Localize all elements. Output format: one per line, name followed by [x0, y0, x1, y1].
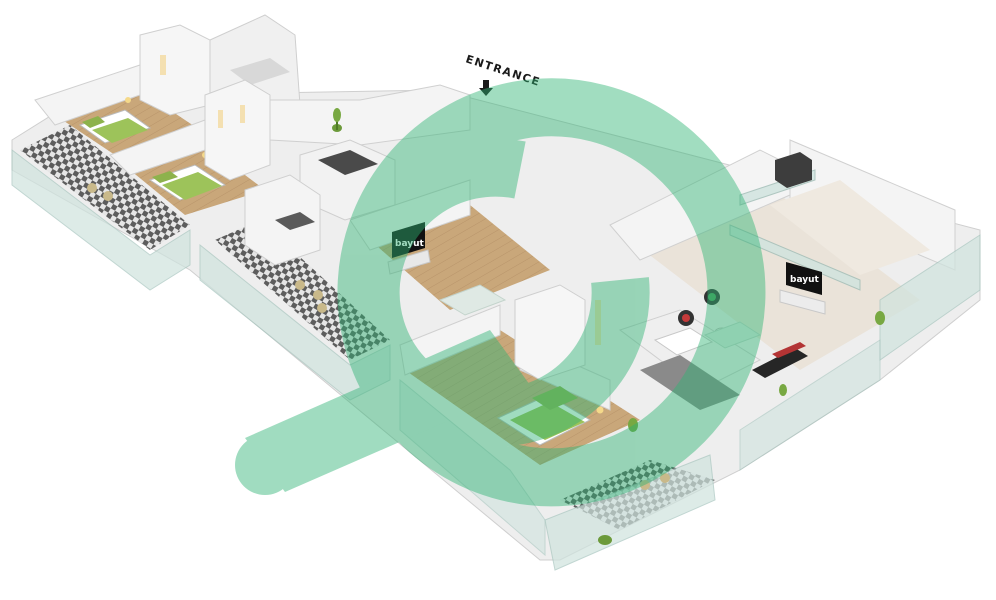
entrance-arrow-icon [479, 80, 493, 96]
upper-bath-floor [230, 58, 290, 85]
master-lamp-right [596, 406, 604, 414]
master-wardrobe [514, 284, 586, 381]
corridor-top-wall [269, 84, 471, 146]
sofa [752, 348, 808, 378]
master-bedroom-wall [399, 304, 501, 376]
master-bath-floor [640, 355, 740, 410]
living-plant [875, 311, 885, 325]
front-glass-wall [399, 378, 546, 557]
living-room-tv-console [779, 289, 826, 315]
media-room-tv-console [387, 249, 431, 275]
fridge [775, 152, 812, 188]
bedroom-2-bed [148, 164, 227, 201]
watermark-handle [245, 330, 530, 492]
bottom-balcony-chairs [640, 473, 670, 490]
master-bed [496, 386, 592, 446]
left-balcony-glass [11, 148, 191, 291]
mid-wardrobe-block [204, 79, 271, 181]
middle-balcony-floor [215, 220, 390, 360]
wardrobe-light-2 [218, 110, 223, 128]
living-room-tv: bayut [786, 262, 822, 295]
master-bedroom-floor [405, 330, 640, 465]
left-balcony-floor [20, 125, 190, 250]
bottom-balcony-glass [544, 454, 716, 571]
utility-floor-dark [275, 212, 315, 230]
kitchen-counter-dark [318, 150, 378, 175]
sofa-cushion [772, 342, 806, 358]
bottom-balcony-plant [598, 535, 612, 545]
corner-plant [779, 384, 787, 396]
media-room-tv-brand: bayut [395, 239, 425, 249]
media-room-back-wall [349, 179, 471, 251]
upper-living-platform [770, 180, 930, 275]
master-wardrobe-light [595, 300, 601, 345]
left-balcony-chairs [87, 183, 113, 201]
stair-railing [729, 224, 861, 291]
media-room-desk [438, 284, 507, 316]
middle-balcony-glass [199, 243, 391, 401]
middle-balcony-chairs [295, 280, 327, 313]
watermark-logo [235, 78, 766, 507]
wardrobe-light-3 [240, 105, 245, 123]
watermark-handle-end [235, 435, 295, 495]
wardrobe-light-1 [160, 55, 166, 75]
upper-wardrobe-block [139, 24, 211, 116]
living-room-tv-brand: bayut [790, 275, 820, 285]
master-bath-tub [653, 327, 714, 356]
watermark-ring [337, 78, 766, 507]
bedroom-1-lamp [125, 97, 131, 103]
bedroom-1-bed [78, 109, 152, 144]
living-room-glass-front [739, 339, 881, 471]
media-room-tv: bayut [392, 222, 425, 258]
master-plant [628, 418, 638, 432]
dining-counter [703, 321, 762, 349]
corridor-plant [332, 108, 342, 132]
